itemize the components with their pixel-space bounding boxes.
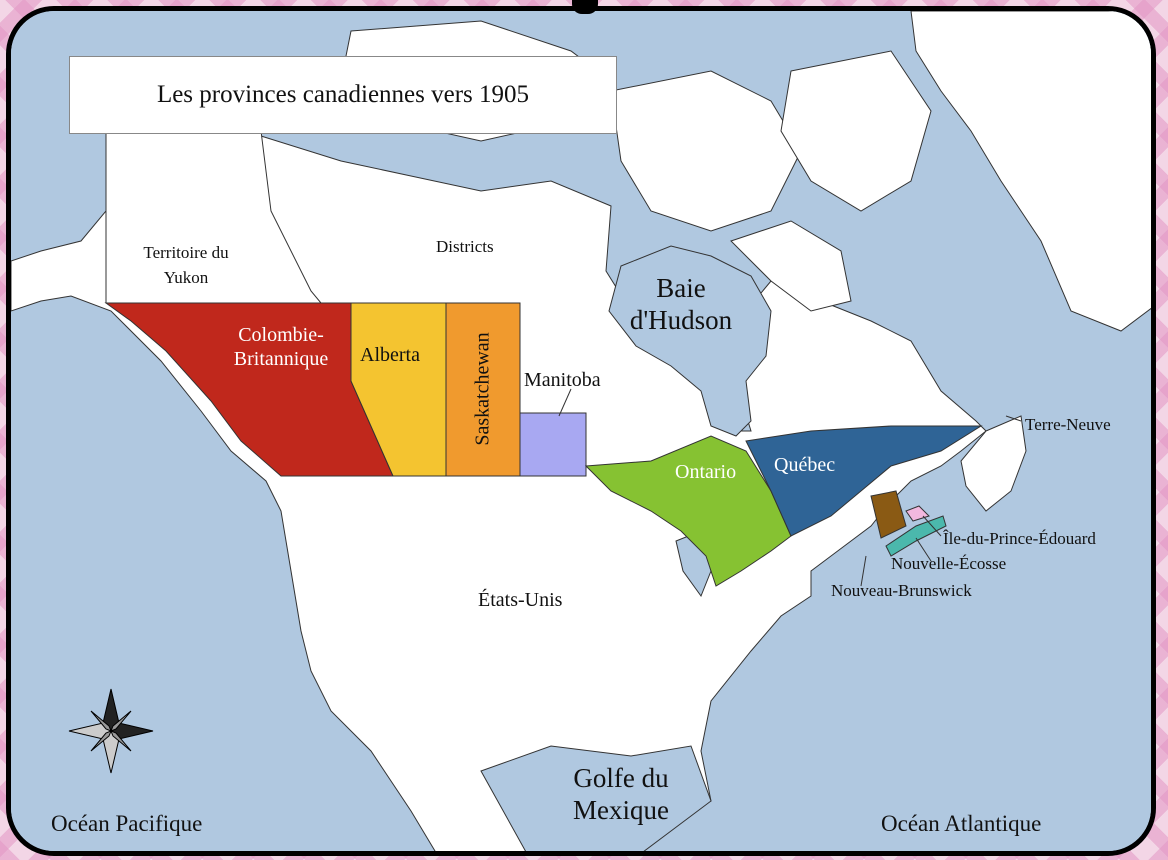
quebec-region [745,425,983,537]
pei-region [905,505,930,522]
quebec-label: Québec [774,454,836,476]
newfoundland-land [960,415,1027,512]
newfoundland-label: Terre-Neuve [1025,415,1111,434]
districts-label: Districts [436,237,494,256]
gulf-mexico-water [480,745,712,851]
manitoba-leader [558,388,572,417]
newfoundland-leader [1005,415,1022,422]
nova-scotia-leader [915,537,932,562]
bc-label: Colombie-Britannique [233,324,329,370]
new-brunswick-region [870,490,907,539]
yukon-label: Territoire du Yukon [143,243,229,287]
map-frame: Les provinces canadiennes vers 1905 Terr… [6,6,1156,856]
gulf-mexico-label: Golfe du Mexique [573,763,669,825]
nova-scotia-label: Nouvelle-Écosse [891,554,1007,573]
new-brunswick-leader [860,555,867,587]
pei-leader [922,515,942,537]
arctic-island [730,220,852,312]
pacific-label: Océan Pacifique [51,811,203,836]
new-brunswick-label: Nouveau-Brunswick [831,581,972,600]
arctic-island [610,70,802,232]
manitoba-region [519,412,587,477]
pei-label: Île-du-Prince-Édouard [943,529,1096,548]
greenland-land [910,11,1151,332]
map-canvas [11,11,1151,851]
compass-rose-icon [68,688,154,774]
hudson-bay-label: Baie d'Hudson [629,273,733,335]
ontario-label: Ontario [675,461,737,483]
manitoba-label: Manitoba [524,369,601,391]
hudson-bay-water [608,245,772,437]
map-title: Les provinces canadiennes vers 1905 [69,56,617,134]
alberta-label: Alberta [360,344,420,366]
saskatchewan-label: Saskatchewan [471,332,494,446]
frame-hang-tab [572,0,598,14]
alberta-region [350,302,447,477]
usa-label: États-Unis [478,589,563,611]
ontario-region [584,435,792,587]
atlantic-label: Océan Atlantique [881,811,1042,836]
saskatchewan-region [445,302,521,477]
arctic-island [780,50,932,212]
nova-scotia-region [885,515,947,557]
